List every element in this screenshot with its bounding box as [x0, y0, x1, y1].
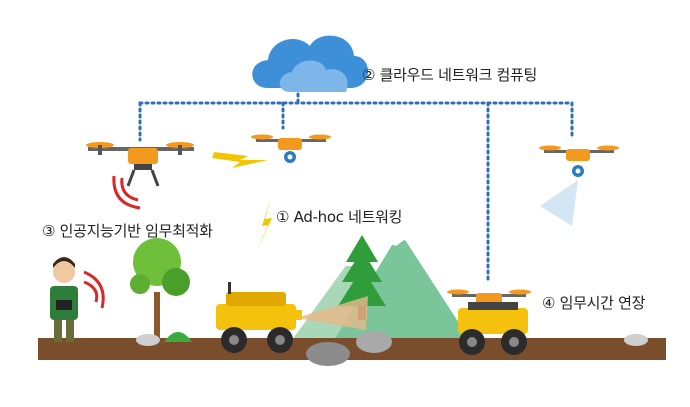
camera-drone-icon [251, 134, 331, 163]
ground [38, 338, 666, 360]
mountains [292, 232, 470, 340]
cargo-drone-icon [86, 142, 194, 187]
mission-time-extension-label: ④ 임무시간 연장 [542, 294, 646, 312]
signal-waves-icon [83, 175, 141, 309]
ground-robot-right [458, 302, 528, 355]
adhoc-networking-label: ① Ad-hoc 네트워킹 [276, 208, 403, 226]
rocks [136, 331, 648, 366]
operator-person-icon [50, 257, 78, 342]
cloud-icon [252, 35, 368, 92]
lightning-icon [212, 152, 272, 252]
round-tree [130, 238, 190, 338]
ground-robot-left [216, 282, 368, 353]
network-lines [138, 86, 574, 284]
cloud-computing-label: ② 클라우드 네트워크 컴퓨팅 [362, 66, 538, 84]
ai-mission-optimization-label: ③ 인공지능기반 임무최적화 [42, 222, 213, 240]
scanning-drone-icon [539, 145, 619, 226]
